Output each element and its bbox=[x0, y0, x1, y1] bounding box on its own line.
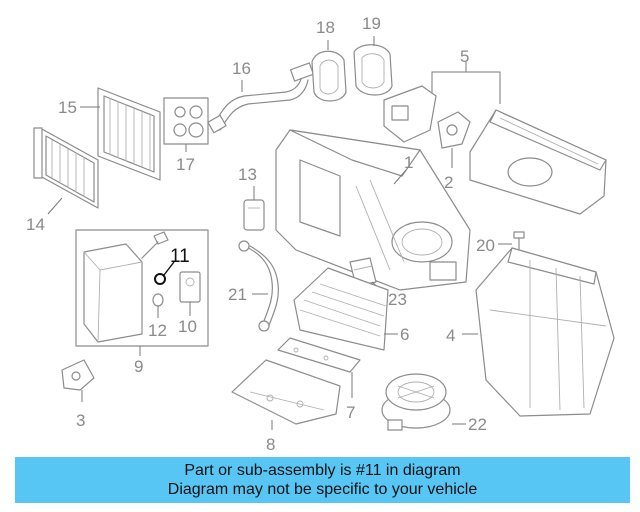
callout-17: 17 bbox=[176, 155, 195, 174]
part-9-bolt bbox=[141, 231, 169, 259]
part-8-tray[interactable] bbox=[231, 359, 341, 425]
part-16-heater-pipes[interactable] bbox=[207, 62, 315, 134]
callout-2: 2 bbox=[444, 173, 453, 192]
part-12-o-ring[interactable] bbox=[152, 293, 164, 307]
info-banner: Part or sub-assembly is #11 in diagram D… bbox=[15, 457, 630, 503]
part-9-kit-box[interactable] bbox=[75, 229, 209, 347]
part-19-seal[interactable] bbox=[353, 44, 393, 96]
part-17-seal-kit[interactable] bbox=[163, 97, 209, 145]
callout-6: 6 bbox=[400, 325, 409, 344]
banner-line-2: Diagram may not be specific to your vehi… bbox=[167, 481, 478, 498]
callout-22: 22 bbox=[468, 415, 487, 434]
callout-11: 11 bbox=[170, 246, 190, 267]
part-5-housing[interactable] bbox=[469, 109, 607, 215]
callout-4: 4 bbox=[446, 326, 455, 345]
part-10-expansion-valve[interactable] bbox=[179, 271, 201, 303]
part-5-actuator[interactable] bbox=[383, 85, 437, 143]
part-2-actuator[interactable] bbox=[437, 111, 471, 149]
part-14-heater-core[interactable] bbox=[33, 127, 99, 209]
callout-7: 7 bbox=[346, 403, 355, 422]
callout-14: 14 bbox=[26, 215, 45, 234]
callout-16: 16 bbox=[232, 59, 251, 78]
part-1-heater-box[interactable] bbox=[275, 129, 471, 291]
callout-8: 8 bbox=[266, 435, 275, 454]
callout-5: 5 bbox=[460, 47, 469, 66]
callout-9: 9 bbox=[134, 357, 143, 376]
part-13-sensor[interactable] bbox=[243, 199, 265, 231]
callout-12: 12 bbox=[148, 321, 167, 340]
part-11-o-ring[interactable] bbox=[154, 273, 166, 285]
callout-1: 1 bbox=[404, 153, 413, 172]
part-4-lower-housing[interactable] bbox=[475, 247, 615, 417]
callout-23: 23 bbox=[388, 290, 407, 309]
callout-18: 18 bbox=[316, 18, 335, 37]
part-3-sensor[interactable] bbox=[61, 359, 95, 391]
callout-10: 10 bbox=[178, 317, 197, 336]
callout-15: 15 bbox=[58, 98, 77, 117]
banner-line-1: Part or sub-assembly is #11 in diagram bbox=[184, 462, 461, 479]
part-18-seal[interactable] bbox=[311, 50, 347, 102]
callout-21: 21 bbox=[228, 285, 247, 304]
callout-3: 3 bbox=[76, 411, 85, 430]
callout-13: 13 bbox=[238, 165, 257, 184]
part-22-blower-motor[interactable] bbox=[381, 373, 451, 431]
part-21-drain-hose[interactable] bbox=[238, 240, 279, 332]
part-15-evaporator[interactable] bbox=[97, 87, 161, 181]
callout-20: 20 bbox=[476, 236, 495, 255]
callout-19: 19 bbox=[362, 14, 381, 33]
part-7-bracket[interactable] bbox=[277, 337, 361, 373]
part-9-valve-block bbox=[83, 243, 143, 343]
parts-diagram: 14 15 17 16 18 19 bbox=[26, 14, 615, 454]
part-6-cabin-filter[interactable] bbox=[293, 267, 389, 351]
